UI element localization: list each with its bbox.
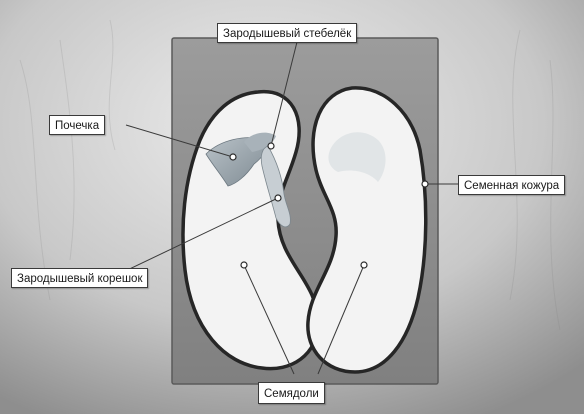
dot-cotyledon-left [241, 262, 247, 268]
label-seed-coat: Семенная кожура [458, 175, 565, 195]
dot-seed-coat [422, 181, 428, 187]
dot-radicle [275, 195, 281, 201]
dot-embryo-stem [268, 143, 274, 149]
label-cotyledons: Семядоли [258, 382, 325, 404]
label-radicle: Зародышевый корешок [11, 268, 148, 288]
label-plumule: Почечка [49, 115, 105, 135]
dot-plumule [230, 154, 236, 160]
dot-cotyledon-right [361, 262, 367, 268]
label-embryo-stem: Зародышевый стебелёк [217, 23, 357, 43]
